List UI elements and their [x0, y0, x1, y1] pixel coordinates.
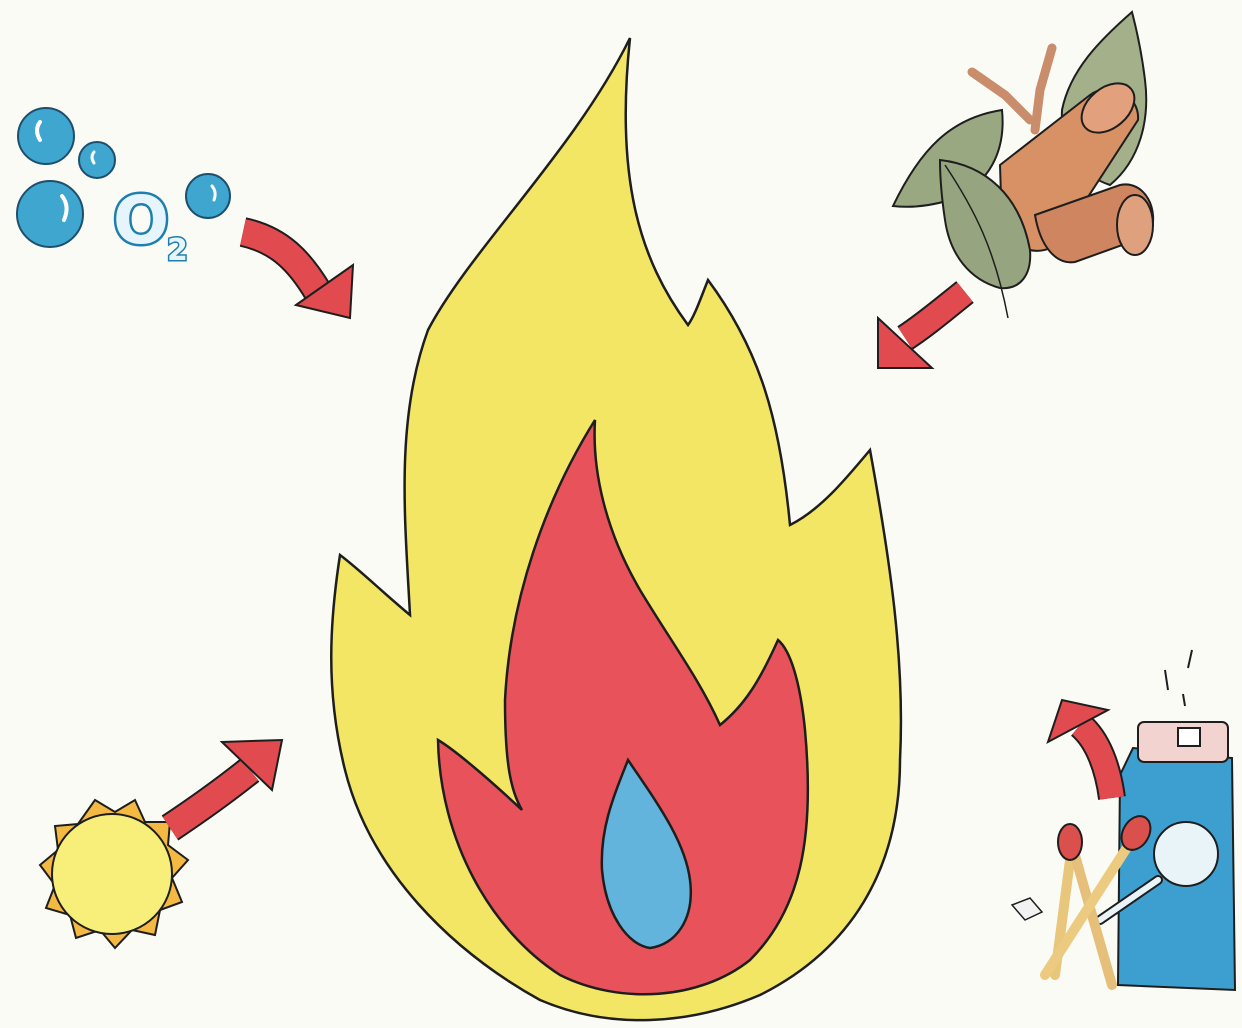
flame-icon — [331, 38, 901, 1020]
oxygen-bubbles-icon: O 2 — [17, 108, 230, 268]
oxygen-symbol: O — [113, 182, 169, 259]
oxygen-subscript: 2 — [167, 233, 188, 268]
wood-and-leaves-icon — [893, 12, 1153, 318]
arrow-oxygen-to-flame — [243, 232, 353, 318]
lighter-and-matches-icon — [1012, 650, 1235, 990]
arrow-heat-to-flame — [170, 740, 282, 828]
arrow-fuel-to-flame — [878, 292, 965, 368]
arrow-ignition-to-flame — [1048, 700, 1112, 798]
sun-icon — [40, 800, 188, 948]
sun-disc — [52, 814, 172, 934]
